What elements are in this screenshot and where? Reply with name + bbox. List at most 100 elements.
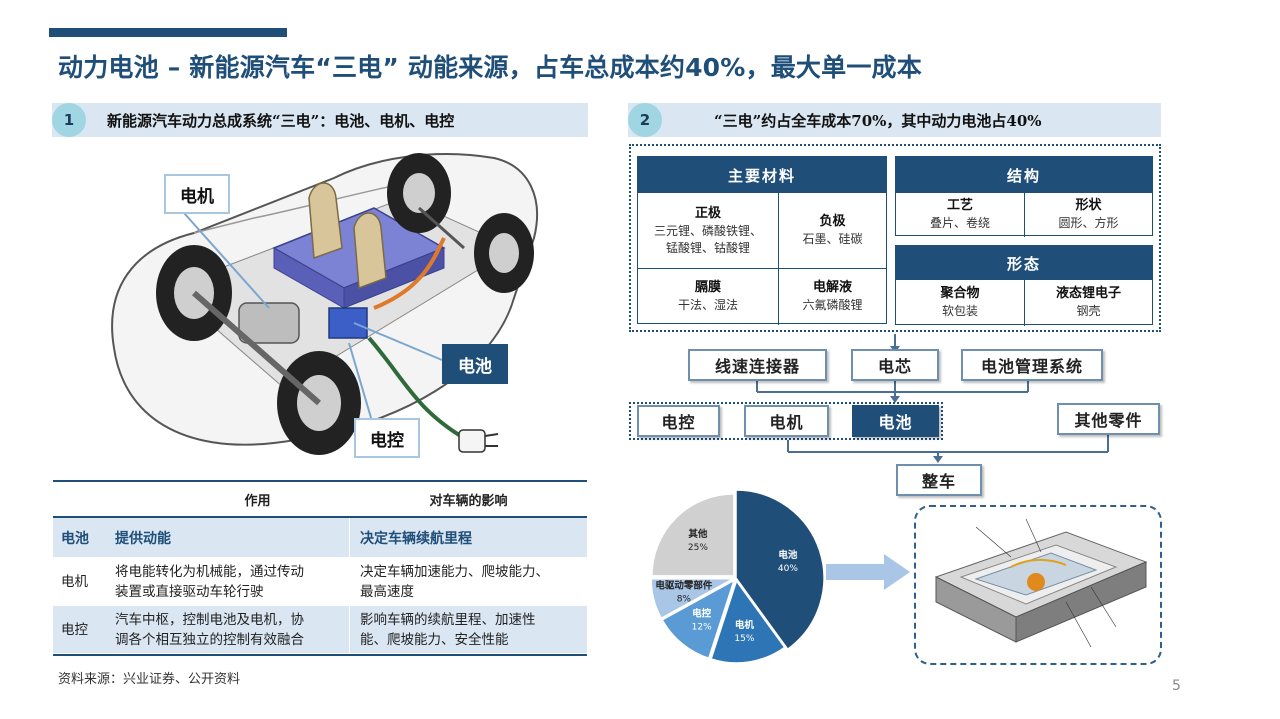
flow-other-parts: 其他零件 [1057, 403, 1160, 435]
flow-bms: 电池管理系统 [961, 349, 1103, 381]
callout-battery: 电池 [442, 344, 508, 384]
table-row: 电池 提供动能 决定车辆续航里程 [53, 518, 587, 558]
car-illustration: 电机 电池 电控 [74, 138, 552, 468]
table-header-empty [53, 482, 105, 516]
pie-slice-label: 电池 [778, 549, 798, 561]
row-impact-line: 能、爬坡能力、安全性能 [360, 631, 509, 648]
page-title: 动力电池 – 新能源汽车“三电” 动能来源，占车总成本约40%，最大单一成本 [58, 53, 922, 82]
section2-number: 2 [628, 103, 662, 137]
row-role-line: 汽车中枢，控制电池及电机，协 [115, 611, 304, 628]
structure-shape: 形状 圆形、方形 [1025, 193, 1152, 236]
structure-title: 工艺 [946, 198, 973, 213]
material-anode: 负极 石墨、硅碳 [779, 193, 886, 268]
row-impact: 决定车辆加速能力、爬坡能力、 最高速度 [350, 558, 587, 605]
car-drawing [111, 153, 539, 455]
pie-slice-label: 电机 [735, 619, 755, 631]
material-electrolyte: 电解液 六氟磷酸锂 [779, 269, 886, 324]
pie-slice-value: 8% [677, 594, 692, 604]
pie-slice-label: 电控 [692, 607, 712, 619]
form-title: 聚合物 [940, 286, 980, 301]
table-header-role: 作用 [244, 493, 271, 509]
structure-desc: 圆形、方形 [1058, 216, 1119, 230]
structure-process: 工艺 叠片、卷绕 [896, 193, 1024, 236]
form-title: 液态锂电子 [1055, 286, 1121, 301]
row-name: 电机 [61, 573, 88, 590]
pie-slice [661, 578, 736, 660]
title-accent-bar [49, 28, 287, 37]
structure-desc: 叠片、卷绕 [929, 216, 990, 230]
pie-slice-label: 其他 [688, 528, 708, 540]
divider [1024, 193, 1025, 237]
flow-controller: 电控 [637, 405, 720, 437]
divider [638, 268, 886, 269]
form-polymer: 聚合物 软包装 [896, 280, 1024, 325]
battery-composition-box [629, 144, 1161, 332]
form-heading: 形态 [896, 246, 1152, 280]
pie-slice-value: 25% [688, 543, 708, 553]
row-impact: 决定车辆续航里程 [360, 530, 472, 547]
form-panel: 形态 聚合物 软包装 液态锂电子 钢壳 [895, 245, 1153, 326]
structure-panel: 结构 工艺 叠片、卷绕 形状 圆形、方形 [895, 156, 1153, 237]
material-title: 膈膜 [694, 280, 721, 295]
row-role: 汽车中枢，控制电池及电机，协 调各个相互独立的控制有效融合 [105, 606, 350, 653]
section1-heading: 新能源汽车动力总成系统“三电”：电池、电机、电控 [107, 111, 455, 130]
pie-slice-value: 15% [734, 634, 754, 644]
form-desc: 钢壳 [1076, 304, 1101, 318]
divider [778, 193, 779, 325]
form-liquid: 液态锂电子 钢壳 [1025, 280, 1152, 325]
cost-pie-chart: 电池 40% 电机 15% 电控 12% 电驱动零部件 8% 其他 25% [650, 489, 825, 664]
material-separator: 膈膜 干法、湿法 [638, 269, 778, 324]
material-desc: 干法、湿法 [677, 298, 738, 312]
section1-number: 1 [52, 103, 86, 137]
materials-panel: 主要材料 正极 三元锂、磷酸铁锂、 锰酸锂、钴酸锂 负极 石墨、硅碳 膈膜 干法… [637, 156, 887, 325]
three-electric-table: 作用 对车辆的影响 电池 提供动能 决定车辆续航里程 电机 将电能转化为机械能，… [53, 480, 587, 656]
pie-slice [735, 489, 825, 651]
structure-title: 形状 [1075, 198, 1102, 213]
flow-connector: 线速连接器 [688, 349, 827, 381]
table-header-impact: 对车辆的影响 [429, 493, 508, 509]
row-role-line: 将电能转化为机械能，通过传动 [115, 563, 304, 580]
row-impact: 影响车辆的续航里程、加速性 能、爬坡能力、安全性能 [350, 606, 587, 653]
three-electric-group [629, 402, 943, 440]
battery-pack-image [914, 505, 1162, 665]
materials-heading: 主要材料 [638, 157, 886, 193]
pie-slice-label: 电驱动零部件 [655, 579, 713, 591]
divider [1024, 280, 1025, 326]
structure-heading: 结构 [896, 157, 1152, 193]
row-impact-line: 最高速度 [360, 583, 414, 600]
material-cathode: 正极 三元锂、磷酸铁锂、 锰酸锂、钴酸锂 [638, 193, 778, 268]
row-role: 提供动能 [105, 518, 350, 557]
callout-motor: 电机 [164, 174, 230, 214]
row-name: 电池 [61, 530, 89, 547]
material-desc: 六氟磷酸锂 [802, 298, 863, 312]
table-row: 电控 汽车中枢，控制电池及电机，协 调各个相互独立的控制有效融合 影响车辆的续航… [53, 606, 587, 654]
pie-slice [651, 493, 735, 577]
table-header-row: 作用 对车辆的影响 [53, 482, 587, 518]
material-desc: 锰酸锂、钴酸锂 [665, 240, 750, 255]
section2-header: 2 “三电”约占全车成本70%，其中动力电池占40% [628, 103, 1161, 137]
callout-controller: 电控 [354, 418, 420, 458]
flow-vehicle: 整车 [896, 464, 982, 496]
arrow-right-icon [826, 554, 910, 590]
pie-slice-value: 12% [692, 622, 712, 632]
page-number: 5 [1172, 678, 1181, 694]
section1-header: 1 新能源汽车动力总成系统“三电”：电池、电机、电控 [52, 103, 588, 137]
section2-heading: “三电”约占全车成本70%，其中动力电池占40% [714, 111, 1042, 130]
battery-pack-drawing [934, 518, 1148, 648]
row-role-line: 装置或直接驱动车轮行驶 [115, 583, 264, 600]
pie-slice [710, 579, 786, 664]
material-desc: 石墨、硅碳 [802, 232, 863, 246]
row-impact-line: 影响车辆的续航里程、加速性 [360, 611, 536, 628]
material-title: 负极 [819, 214, 846, 229]
material-title: 正极 [694, 205, 721, 221]
flow-battery: 电池 [852, 405, 939, 437]
pie-slice [650, 577, 734, 620]
material-desc: 三元锂、磷酸铁锂、 [653, 223, 762, 238]
pie-slice-value: 40% [778, 564, 798, 574]
form-desc: 软包装 [941, 304, 978, 318]
material-title: 电解液 [812, 280, 852, 295]
row-name: 电控 [61, 621, 88, 638]
source-note: 资料来源：兴业证券、公开资料 [58, 672, 241, 687]
table-row: 电机 将电能转化为机械能，通过传动 装置或直接驱动车轮行驶 决定车辆加速能力、爬… [53, 558, 587, 606]
row-role: 将电能转化为机械能，通过传动 装置或直接驱动车轮行驶 [105, 558, 350, 605]
